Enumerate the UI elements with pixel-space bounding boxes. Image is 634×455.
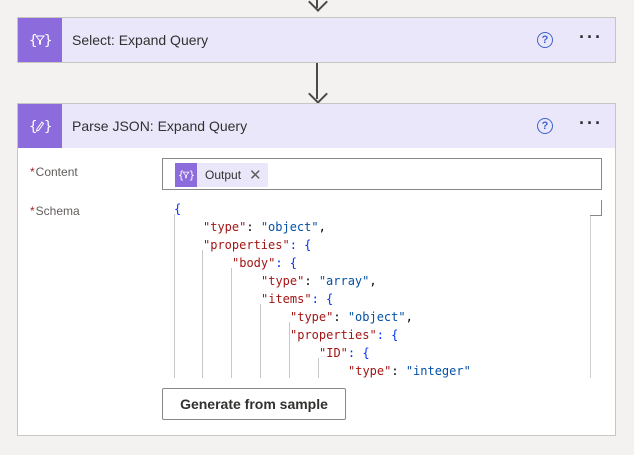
required-marker: * (30, 165, 35, 179)
indent-guide (289, 322, 290, 378)
code-token: , (369, 274, 377, 288)
code-token: : (333, 310, 348, 324)
indent-guide (318, 358, 319, 378)
code-token: : { (376, 328, 399, 342)
svg-text:}: } (44, 33, 51, 49)
content-input[interactable]: { } Output ✕ (162, 158, 602, 190)
code-token: "array" (318, 274, 370, 288)
code-token: , (405, 310, 413, 324)
code-token: : { (275, 256, 298, 270)
indent-guide (231, 268, 232, 378)
code-line: { (174, 200, 181, 218)
code-token: , (318, 220, 326, 234)
code-token: : { (289, 238, 312, 252)
code-line: "properties": { (203, 236, 311, 254)
code-line: "type": "object", (203, 218, 326, 236)
editor-scrollbar[interactable] (590, 216, 591, 378)
code-token: "object" (347, 310, 406, 324)
help-icon[interactable]: ? (537, 118, 554, 134)
indent-guide (202, 250, 203, 378)
code-line: "ID": { (319, 344, 370, 362)
svg-text:{: { (178, 171, 184, 182)
code-line: "type": "array", (261, 272, 377, 290)
step-header-parse-json[interactable]: { } Parse JSON: Expand Query ? ··· (18, 104, 615, 148)
editor-cursor-box (590, 200, 602, 216)
code-token: : (304, 274, 319, 288)
code-token: "properties" (203, 238, 290, 252)
code-token: : (246, 220, 261, 234)
code-token: "ID" (319, 346, 348, 360)
schema-editor[interactable]: {"type": "object","properties": {"body":… (162, 200, 602, 378)
code-token: "type" (290, 310, 334, 324)
indent-guide (174, 214, 175, 378)
connector-line (316, 63, 318, 99)
data-operation-select-icon: { } (18, 18, 62, 62)
code-token: : { (347, 346, 370, 360)
step-title[interactable]: Parse JSON: Expand Query (72, 118, 248, 134)
connector-arrow-top (308, 0, 328, 12)
code-line: "items": { (261, 290, 333, 308)
more-options-icon[interactable]: ··· (579, 27, 603, 47)
code-token: "type" (261, 274, 305, 288)
step-card-select[interactable]: { } Select: Expand Query ? ··· (17, 17, 616, 63)
more-options-icon[interactable]: ··· (579, 113, 603, 133)
code-token: : (391, 364, 406, 378)
data-operation-parse-icon: { } (18, 104, 62, 148)
code-line: "properties": { (290, 326, 398, 344)
code-token: "properties" (290, 328, 377, 342)
code-line: "type": "integer" (348, 362, 471, 378)
remove-token-icon[interactable]: ✕ (249, 166, 262, 184)
data-operation-select-icon: { } (175, 163, 197, 187)
step-title[interactable]: Select: Expand Query (72, 32, 209, 48)
svg-text:{: { (29, 33, 37, 49)
code-token: "type" (203, 220, 247, 234)
code-token: "body" (232, 256, 276, 270)
required-marker: * (30, 204, 35, 218)
step-header-select[interactable]: { } Select: Expand Query ? ··· (18, 18, 615, 62)
code-token: "items" (261, 292, 312, 306)
svg-text:}: } (189, 171, 194, 182)
code-token: "integer" (405, 364, 471, 378)
code-token: "type" (348, 364, 392, 378)
connector-line-top (316, 0, 318, 8)
generate-from-sample-button[interactable]: Generate from sample (162, 388, 346, 420)
svg-text:{: { (29, 119, 37, 135)
step-card-parse-json[interactable]: { } Parse JSON: Expand Query ? ··· *Cont… (17, 103, 616, 436)
connector-arrow (308, 84, 328, 104)
schema-label-text: Schema (35, 204, 80, 218)
token-label: Output (205, 168, 242, 182)
output-token[interactable]: { } Output ✕ (175, 163, 268, 187)
code-token: { (174, 202, 182, 216)
indent-guide (260, 304, 261, 378)
schema-label: *Schema (30, 204, 80, 218)
svg-text:}: } (44, 119, 51, 135)
content-label: *Content (30, 165, 78, 179)
code-token: "object" (260, 220, 319, 234)
help-icon[interactable]: ? (537, 32, 554, 48)
content-label-text: Content (35, 165, 78, 179)
code-token: : { (311, 292, 334, 306)
code-line: "type": "object", (290, 308, 413, 326)
code-line: "body": { (232, 254, 297, 272)
